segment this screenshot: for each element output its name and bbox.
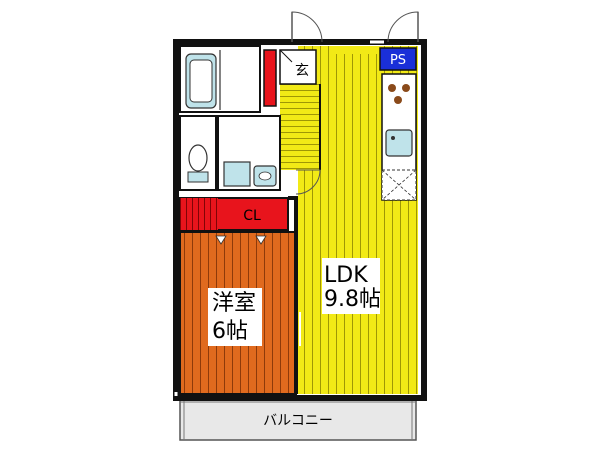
western-room-name: 洋室 bbox=[212, 291, 256, 316]
toilet-room bbox=[179, 115, 217, 191]
door-swing-icon bbox=[291, 11, 323, 43]
bathroom bbox=[179, 45, 261, 113]
ldk-name: LDK bbox=[324, 263, 368, 288]
pipe-space-label: PS bbox=[390, 53, 406, 68]
fridge-space-icon bbox=[381, 169, 417, 201]
kitchen: PS bbox=[379, 47, 417, 201]
kitchen-sink-icon bbox=[385, 129, 413, 157]
door-swing-icon bbox=[295, 169, 321, 195]
entrance: 玄 bbox=[279, 49, 317, 85]
ldk-size: 9.8帖 bbox=[324, 287, 381, 312]
balcony-label: バルコニー bbox=[263, 413, 333, 429]
balcony: バルコニー bbox=[179, 397, 417, 441]
door-swing-icon bbox=[387, 11, 419, 43]
stove-icon bbox=[388, 84, 410, 104]
western-room: 洋室 6帖 bbox=[179, 231, 297, 395]
toilet-icon bbox=[188, 144, 208, 172]
washing-machine-icon bbox=[223, 161, 251, 187]
pipe-space bbox=[379, 47, 417, 71]
exterior-wall bbox=[173, 39, 427, 401]
washroom bbox=[217, 115, 281, 191]
entrance-label: 玄 bbox=[295, 62, 309, 79]
hallway-floor bbox=[280, 84, 320, 170]
western-room-size: 6帖 bbox=[212, 319, 248, 344]
closet-label: CL bbox=[243, 208, 261, 224]
closet: CL bbox=[179, 197, 289, 231]
shoe-cabinet bbox=[263, 49, 277, 107]
